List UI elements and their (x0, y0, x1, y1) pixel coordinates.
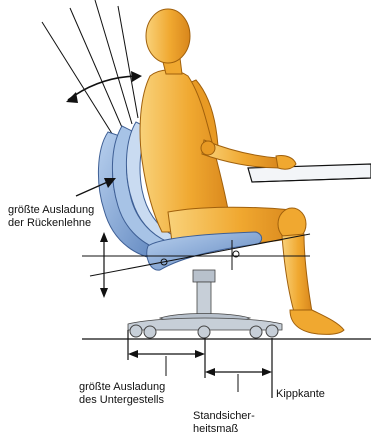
label-backrest-line-1: größte Ausladung (8, 204, 94, 217)
backrest-swing-indicator (42, 0, 142, 140)
label-stability-line-2: heitsmaß (193, 423, 255, 436)
label-base-line-2: des Untergestells (79, 394, 165, 407)
label-base-overhang: größte Ausladung des Untergestells (79, 381, 165, 407)
chair-base (128, 318, 282, 338)
label-stability-line-1: Standsicher- (193, 410, 255, 423)
label-base-line-1: größte Ausladung (79, 381, 165, 394)
label-backrest-line-2: der Rückenlehne (8, 217, 94, 230)
label-tipping-edge: Kippkante (276, 388, 325, 401)
label-stability-dimension: Standsicher- heitsmaß (193, 410, 255, 436)
label-backrest-overhang: größte Ausladung der Rückenlehne (8, 204, 94, 230)
chair-column (160, 270, 250, 322)
